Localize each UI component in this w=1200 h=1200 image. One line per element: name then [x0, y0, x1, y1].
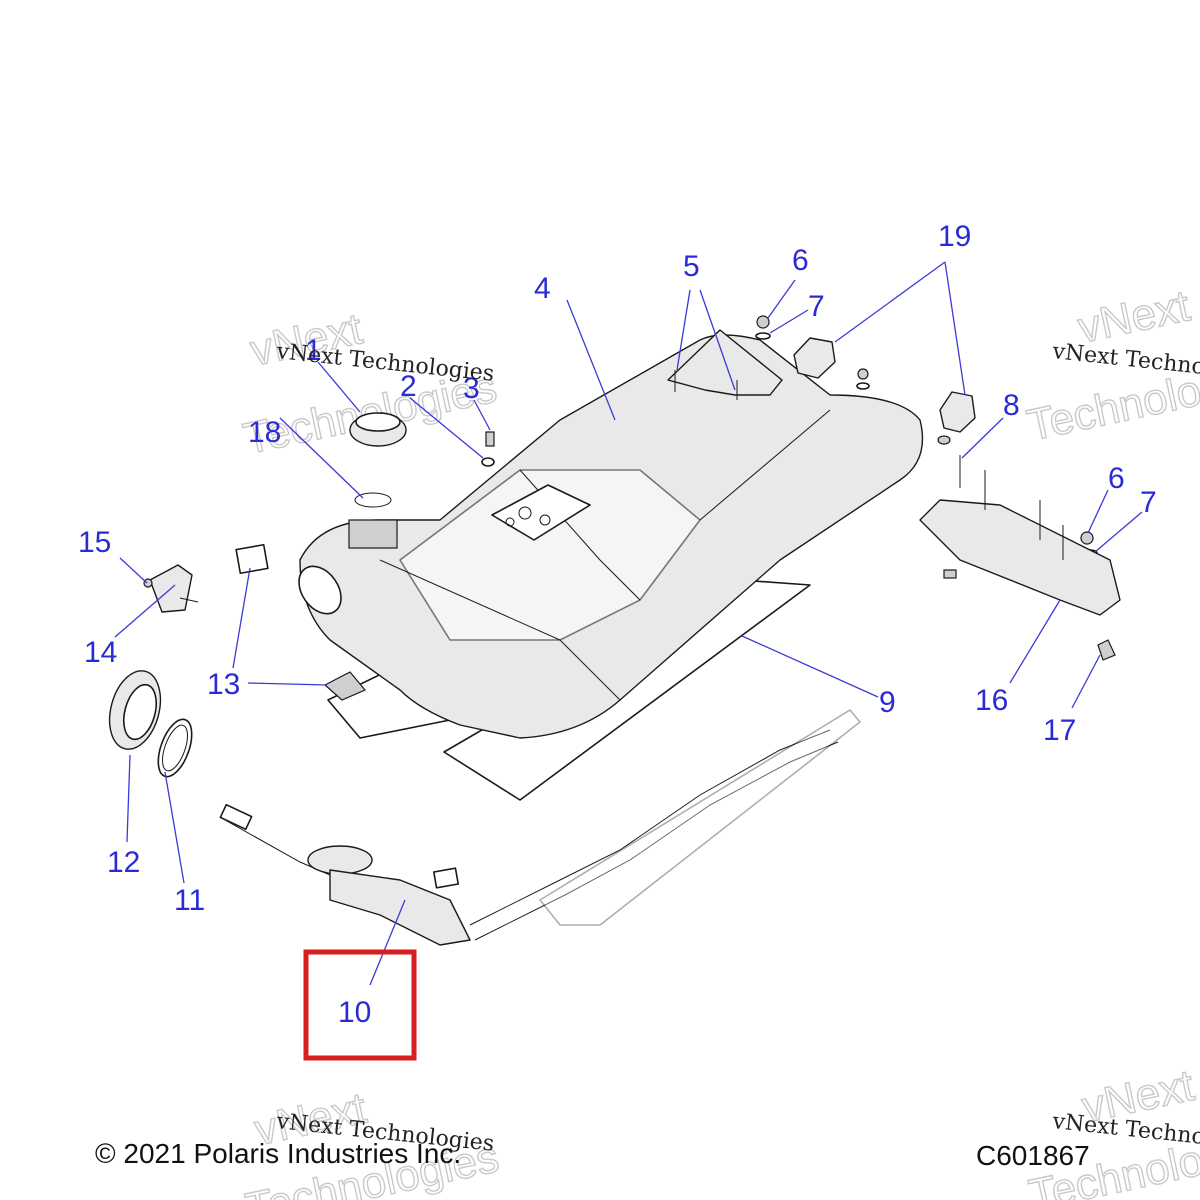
pad-19-side: [939, 391, 976, 433]
callout-7-top: 7: [808, 290, 825, 323]
fuel-pump-assembly: [219, 709, 861, 946]
pad-13-lower: [323, 671, 366, 701]
callout-1: 1: [305, 334, 322, 367]
callout-16: 16: [975, 684, 1008, 717]
callout-17: 17: [1043, 714, 1076, 747]
clip-14: [149, 564, 199, 613]
leader-lines: [114, 261, 1143, 986]
callout-10: 10: [338, 996, 371, 1029]
callout-7-right: 7: [1140, 486, 1157, 519]
callout-19: 19: [938, 220, 971, 253]
callout-14: 14: [84, 636, 117, 669]
washer-7-mid: [856, 382, 870, 390]
fuel-tank: [298, 329, 924, 739]
screw-15: [143, 578, 153, 588]
callout-15: 15: [78, 526, 111, 559]
callout-6-right: 6: [1108, 462, 1125, 495]
callout-6-top: 6: [792, 244, 809, 277]
callout-8: 8: [1003, 389, 1020, 422]
tank-label-plate: [491, 484, 591, 541]
callout-2: 2: [400, 370, 417, 403]
callout-9: 9: [879, 686, 896, 719]
watermark-big-vnext-right: vNext: [1074, 281, 1194, 352]
screw-3: [485, 431, 495, 447]
callout-18: 18: [248, 416, 281, 449]
cap-o-ring: [354, 492, 392, 508]
callout-5: 5: [683, 250, 700, 283]
callout-numbers: 1 2 3 4 5 6 7 6 7 8 9 10 11 12 13 14 15 …: [78, 220, 1157, 1029]
grommet-2: [481, 457, 495, 467]
nut-6-top: [756, 315, 770, 329]
callout-12: 12: [107, 846, 140, 879]
pad-19-top: [793, 337, 836, 379]
callout-4: 4: [534, 272, 551, 305]
callout-3: 3: [463, 372, 480, 405]
callout-11: 11: [174, 884, 205, 917]
tank-front-opening: [298, 565, 342, 615]
washer-7-top: [755, 332, 771, 340]
label-patch-13: [235, 543, 269, 575]
nut-6-mid: [857, 368, 869, 380]
figure-code: C601867: [976, 1140, 1090, 1171]
pump-gasket-11: [157, 718, 193, 778]
highlight-box-10: [303, 949, 417, 1061]
rear-mount-bracket: [919, 470, 1121, 616]
pin-17: [1097, 639, 1116, 661]
callout-13: 13: [207, 668, 240, 701]
copyright-text: © 2021 Polaris Industries Inc.: [95, 1138, 462, 1169]
watermark-text-1: vNext Technologies: [274, 339, 495, 387]
nut-6-right: [1080, 531, 1094, 545]
